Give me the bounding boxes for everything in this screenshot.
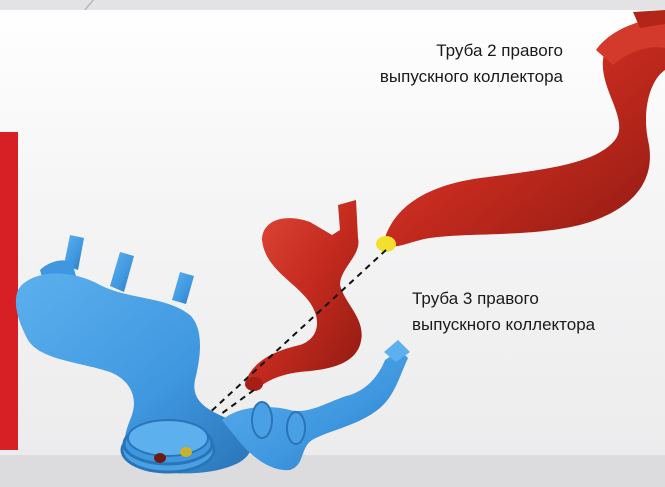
pipe-3-label-line2: выпускного коллектора <box>412 312 595 338</box>
pipe-2-label-line2: выпускного коллектора <box>380 64 563 90</box>
pipe-2-label: Труба 2 правого выпускного коллектора <box>380 38 563 90</box>
yellow-marker-pipe2 <box>376 236 396 252</box>
pipe-2-label-line1: Труба 2 правого <box>380 38 563 64</box>
pipe-3-label: Труба 3 правого выпускного коллектора <box>412 286 595 338</box>
pipe-3-right-manifold <box>245 200 362 391</box>
pipe-3-label-line1: Труба 3 правого <box>412 286 595 312</box>
